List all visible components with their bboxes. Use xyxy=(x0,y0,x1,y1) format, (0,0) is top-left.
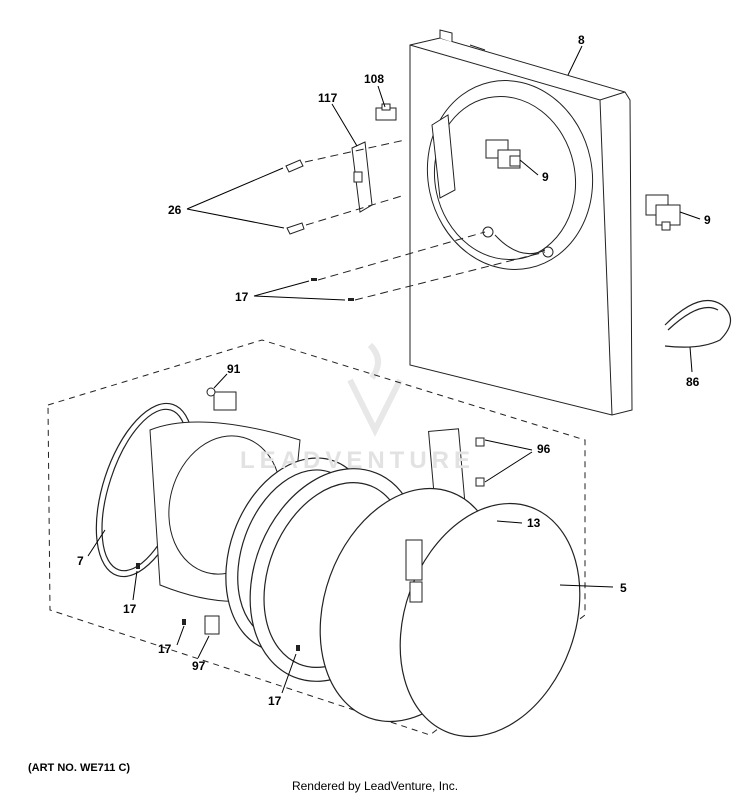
screws-17-upper xyxy=(311,278,354,301)
callout-labels: 8 108 117 9 9 26 17 86 91 96 13 7 5 17 1… xyxy=(77,33,711,708)
leader-lines xyxy=(87,45,701,694)
assembly-lines-upper xyxy=(304,139,546,301)
watermark-text: LEADVENTURE xyxy=(240,447,476,474)
callout-17-ring: 17 xyxy=(268,694,282,708)
door-switch-inner xyxy=(485,139,521,169)
callout-26: 26 xyxy=(168,203,182,217)
door-assembly-outline xyxy=(47,339,586,736)
callout-13: 13 xyxy=(527,516,541,530)
callout-5: 5 xyxy=(620,581,627,595)
callout-96: 96 xyxy=(537,442,551,456)
art-number: (ART NO. WE711 C) xyxy=(28,762,131,774)
callout-9-detached: 9 xyxy=(704,213,711,227)
wire-harness-86 xyxy=(664,299,732,348)
front-panel xyxy=(409,29,633,416)
watermark-logo xyxy=(347,342,403,437)
callout-7: 7 xyxy=(77,554,84,568)
callout-108: 108 xyxy=(364,72,384,86)
outer-door xyxy=(319,487,581,738)
callout-91: 91 xyxy=(227,362,241,376)
bracket-97 xyxy=(204,615,220,635)
callout-17-bottom: 17 xyxy=(158,642,172,656)
clip-108 xyxy=(375,103,397,121)
callout-17-upper: 17 xyxy=(235,290,249,304)
door-latch xyxy=(405,539,423,603)
screws-17-lower xyxy=(136,563,300,651)
callout-9-inner: 9 xyxy=(542,170,549,184)
callout-8: 8 xyxy=(578,33,585,47)
screws-26 xyxy=(285,159,305,235)
callout-86: 86 xyxy=(686,375,700,389)
callout-97: 97 xyxy=(192,659,206,673)
screw-91 xyxy=(206,387,216,397)
handle-117 xyxy=(351,141,373,213)
callout-17-left: 17 xyxy=(123,602,137,616)
door-switch-detached xyxy=(645,194,681,231)
render-credit: Rendered by LeadVenture, Inc. xyxy=(291,779,459,793)
callout-117: 117 xyxy=(318,91,338,105)
